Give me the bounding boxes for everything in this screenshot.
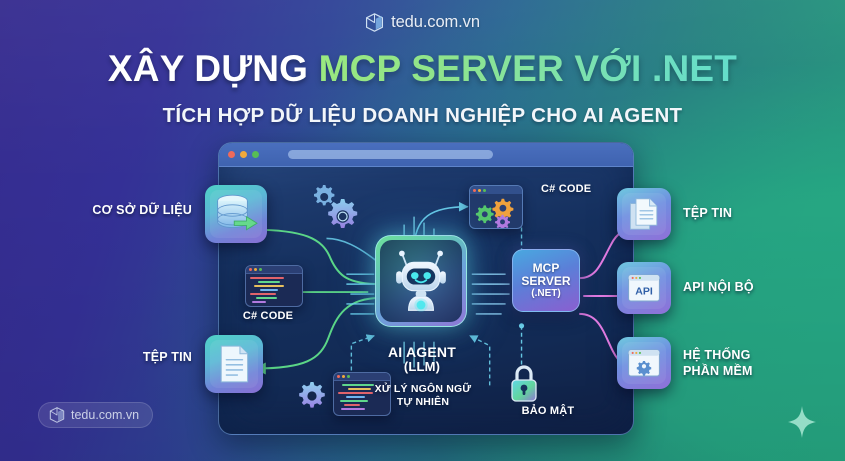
title-part-one: XÂY DỰNG [107, 48, 319, 89]
robot-icon [396, 250, 446, 312]
database-node[interactable] [205, 185, 267, 243]
label-database: CƠ SỞ DỮ LIỆU [92, 203, 192, 217]
address-bar[interactable] [288, 150, 493, 159]
label-csharp-code-left: C# CODE [242, 310, 294, 322]
browser-titlebar [219, 143, 633, 167]
page-subtitle: TÍCH HỢP DỮ LIỆU DOANH NGHIỆP CHO AI AGE… [162, 104, 683, 127]
database-icon [217, 194, 258, 231]
api-window-icon: API [628, 274, 660, 302]
code-window-bottom-titlebar [334, 373, 390, 381]
close-traffic-light-icon[interactable] [228, 151, 235, 158]
mcp-server-node[interactable]: MCP SERVER (.NET) [512, 249, 580, 312]
api-node[interactable]: API [617, 262, 671, 314]
minimize-traffic-light-icon[interactable] [240, 151, 247, 158]
code-window-left-icon [245, 265, 303, 307]
svg-text:API: API [635, 285, 653, 297]
mcp-line-2: SERVER [521, 273, 571, 288]
cube-logo-icon [366, 13, 384, 32]
label-file-left: TỆP TIN [142, 350, 192, 364]
gear-window-body [470, 194, 522, 228]
brand-logo: tedu.com.vn [0, 12, 845, 33]
sparkle-star-icon [788, 406, 816, 438]
mcp-line-3: (.NET) [531, 288, 561, 300]
code-window-left-titlebar [246, 266, 302, 274]
label-ai-agent: AI AGENT [388, 344, 456, 360]
mcp-line-1: MCP [532, 260, 560, 275]
file-node-left[interactable] [205, 335, 263, 393]
ai-agent-glow [380, 240, 462, 322]
files-node-right[interactable] [617, 188, 671, 240]
brand-name: tedu.com.vn [391, 13, 480, 31]
label-nlp-line2: TỰ NHIÊN [396, 396, 450, 408]
label-file-right: TỆP TIN [683, 206, 733, 220]
label-software-system: HỆ THỐNG PHẦN MỀM [683, 348, 753, 378]
software-window-icon [628, 349, 660, 377]
gear-window-titlebar [470, 186, 522, 194]
gear-small-icon [299, 382, 325, 408]
documents-icon [629, 198, 658, 230]
label-csharp-code-top: C# CODE [541, 183, 592, 195]
document-icon [220, 345, 249, 383]
maximize-traffic-light-icon[interactable] [252, 151, 259, 158]
label-ai-agent-llm: (LLM) [403, 359, 441, 374]
label-nlp-line1: XỬ LÝ NGÔN NGỮ [374, 383, 472, 395]
code-window-bottom-icon [333, 372, 391, 416]
watermark-text: tedu.com.vn [71, 408, 140, 422]
cube-logo-icon [49, 407, 65, 423]
label-api: API NỘI BỘ [683, 280, 754, 294]
software-system-node[interactable] [617, 337, 671, 389]
gear-window-icon [469, 185, 523, 229]
label-security: BẢO MẬT [521, 405, 575, 417]
gear-cluster-icon [314, 185, 358, 228]
page-title: XÂY DỰNG MCP SERVER VỚI .NET [0, 48, 845, 90]
ai-agent-node[interactable] [375, 235, 467, 327]
title-part-two: MCP SERVER VỚI .NET [318, 48, 738, 89]
watermark-badge: tedu.com.vn [38, 402, 154, 428]
padlock-icon [507, 363, 541, 403]
